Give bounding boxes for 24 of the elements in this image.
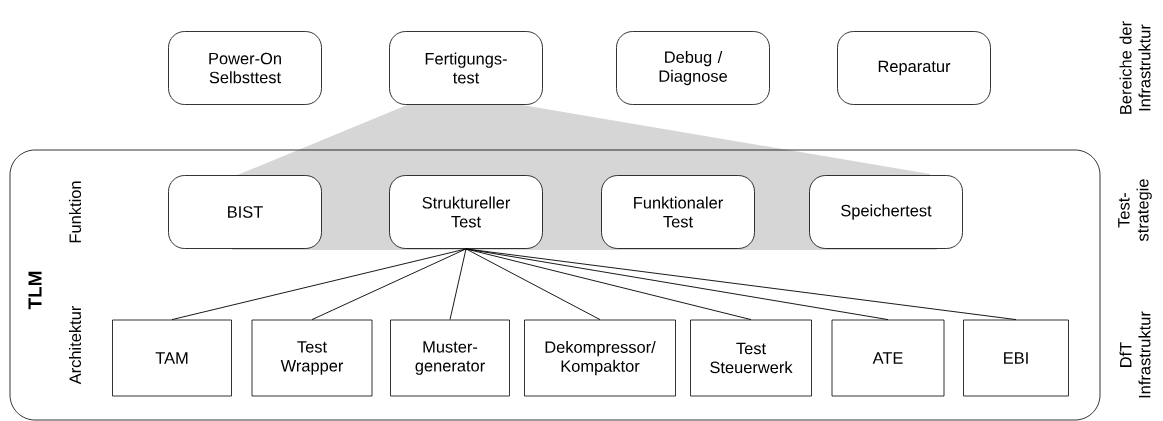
rectangle-box: Test Wrapper [251, 319, 373, 397]
rectangle-box: Muster- generator [390, 319, 510, 397]
rounded-box: Fertigungs- test [389, 31, 543, 105]
rounded-box: Power-On Selbsttest [168, 31, 322, 105]
axis-label: Test- strategie [1118, 179, 1152, 242]
rectangle-box: ATE [831, 319, 945, 397]
rounded-box: Reparatur [837, 31, 991, 105]
rounded-box: Struktureller Test [389, 175, 543, 249]
rounded-box: BIST [168, 175, 322, 249]
axis-label: Architektur [68, 306, 82, 385]
rectangle-box: TAM [112, 319, 232, 397]
rounded-box: Speichertest [809, 175, 963, 249]
axis-label: Funktion [68, 181, 82, 243]
rounded-box: Debug / Diagnose [616, 31, 770, 105]
connector-line [311, 248, 467, 321]
rounded-box: Funktionaler Test [601, 175, 755, 249]
rectangle-box: Test Steuerwerk [690, 319, 812, 397]
axis-label: Bereiche der Infrastruktur [1119, 21, 1151, 114]
axis-label: DfT Infrastruktur [1119, 311, 1151, 398]
rectangle-box: Dekompressor/ Kompaktor [524, 319, 676, 397]
connector-line [465, 248, 1017, 321]
rectangle-box: EBI [963, 319, 1069, 397]
connector-line [465, 248, 601, 321]
connector-line [449, 248, 467, 321]
